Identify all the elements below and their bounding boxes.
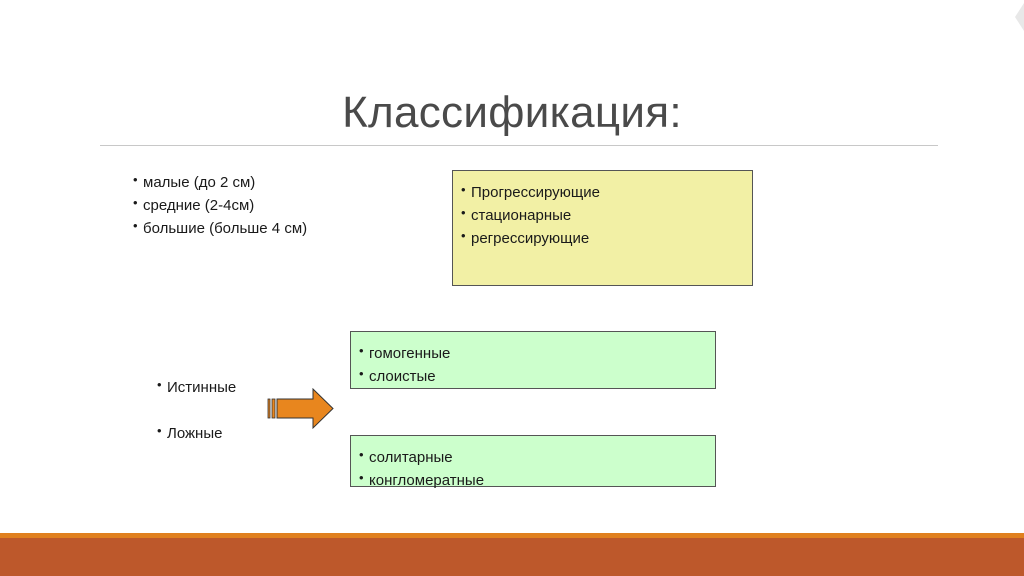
- growth-list: Прогрессирующие стационарные регрессирую…: [461, 178, 752, 250]
- structure-list: гомогенные слоистые: [359, 339, 715, 388]
- list-item: солитарные: [359, 443, 715, 469]
- list-item: средние (2-4см): [133, 191, 307, 217]
- list-item: малые (до 2 см): [133, 168, 307, 194]
- list-item: большие (больше 4 см): [133, 214, 307, 240]
- corner-decoration: [1015, 3, 1024, 31]
- list-item: Истинные: [157, 373, 236, 399]
- structure-box: гомогенные слоистые: [350, 331, 716, 389]
- slide-title: Классификация:: [342, 88, 682, 137]
- list-item: гомогенные: [359, 339, 715, 365]
- list-item: слоистые: [359, 362, 715, 388]
- list-item: конгломератные: [359, 466, 715, 492]
- true-false-list: Истинные Ложные: [157, 373, 236, 468]
- list-item: Ложные: [157, 419, 236, 445]
- size-list: малые (до 2 см) средние (2-4см) большие …: [133, 168, 307, 240]
- title-divider: [100, 145, 938, 146]
- growth-box: Прогрессирующие стационарные регрессирую…: [452, 170, 753, 286]
- footer-band-top: [0, 533, 1024, 538]
- footer-band: [0, 538, 1024, 576]
- list-item: стационарные: [461, 201, 752, 227]
- count-list: солитарные конгломератные: [359, 443, 715, 492]
- count-box: солитарные конгломератные: [350, 435, 716, 489]
- right-arrow-icon: [267, 388, 334, 430]
- list-item: Прогрессирующие: [461, 178, 752, 204]
- list-item: регрессирующие: [461, 224, 752, 250]
